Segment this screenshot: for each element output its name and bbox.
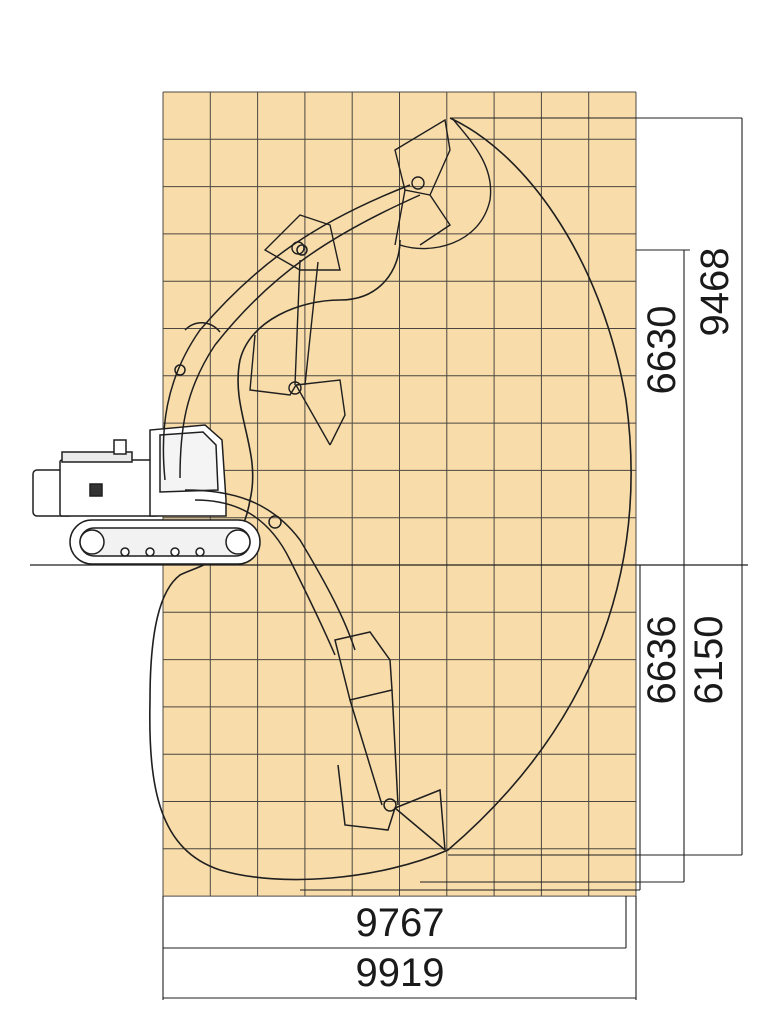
dimension-lines-right — [300, 117, 743, 891]
service-panel — [89, 483, 103, 497]
cab-window — [159, 431, 219, 493]
dim-max-vertical-wall-depth: 6150 — [687, 616, 731, 705]
arm-top — [263, 118, 451, 386]
top-bucket-arc — [399, 117, 492, 250]
exhaust-stack — [113, 439, 127, 455]
track-inner — [79, 527, 251, 557]
dim-max-digging-reach: 9919 — [356, 951, 445, 995]
dimension-lines-bottom — [162, 896, 637, 1000]
boom-lowered — [184, 489, 446, 851]
dim-max-reach-height: 9468 — [693, 248, 737, 337]
track-rollers — [79, 529, 251, 557]
engine-hood — [59, 459, 159, 517]
dim-max-digging-depth: 6636 — [640, 616, 684, 705]
dim-max-digging-reach-at-ground: 9767 — [356, 901, 445, 945]
working-range-envelope — [148, 117, 632, 881]
excavator — [32, 424, 261, 565]
boom-raised — [162, 184, 421, 481]
hood-rail — [61, 451, 133, 463]
dim-max-dump-height: 6630 — [640, 306, 684, 395]
bucket-mid — [249, 334, 346, 446]
